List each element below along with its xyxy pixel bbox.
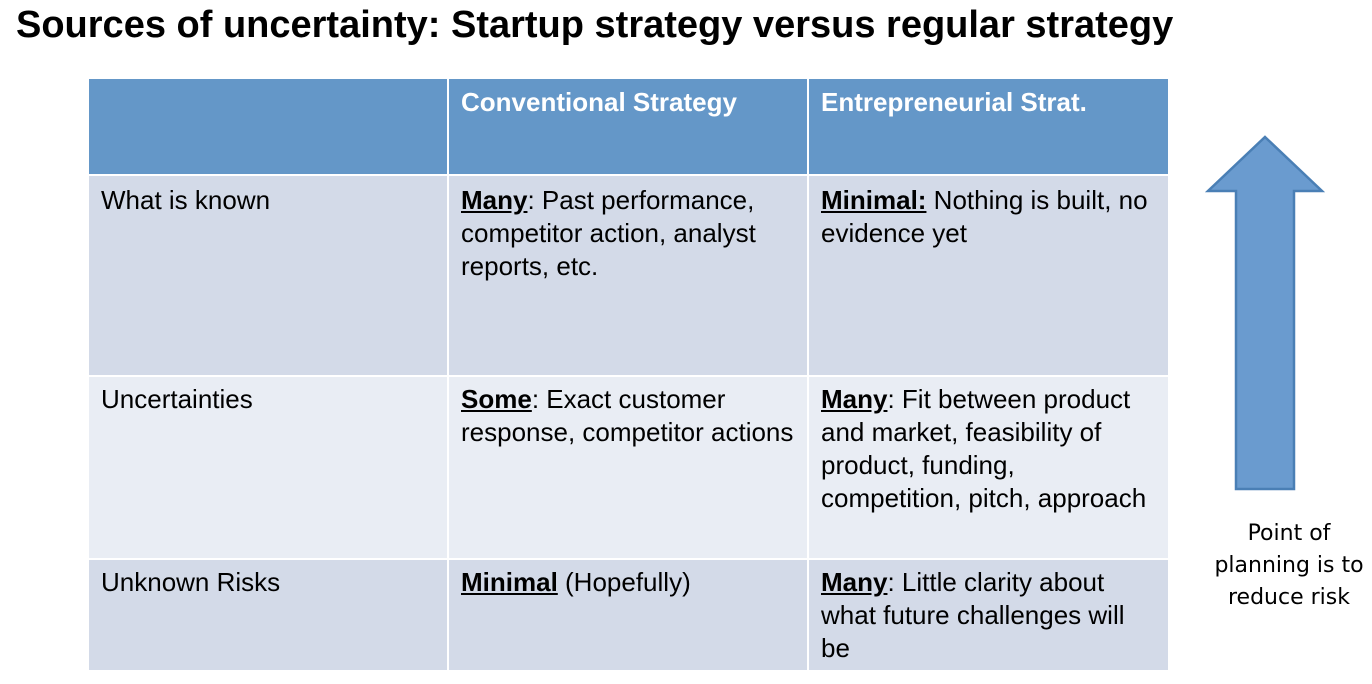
table-header-row: Conventional Strategy Entrepreneurial St… [87, 77, 1170, 176]
cell-text: : Fit between product and market, feasib… [821, 384, 1147, 513]
row-label: What is known [87, 174, 449, 377]
cell-text: : Little clarity about what future chall… [821, 567, 1125, 663]
header-cell-empty [87, 77, 449, 176]
conventional-cell: Many: Past performance, competitor actio… [447, 174, 809, 377]
cell-keyword: Many [821, 384, 888, 414]
entrepreneurial-cell: Many: Little clarity about what future c… [807, 558, 1170, 672]
row-label: Unknown Risks [87, 558, 449, 672]
cell-text: : Exact customer response, competitor ac… [461, 384, 794, 447]
cell-keyword: Many [461, 185, 528, 215]
conventional-cell: Some: Exact customer response, competito… [447, 375, 809, 560]
cell-keyword: Some [461, 384, 532, 414]
cell-keyword: Minimal: [821, 185, 927, 215]
conventional-cell: Minimal (Hopefully) [447, 558, 809, 672]
planning-note: Point of planning is to reduce risk [1214, 521, 1364, 610]
cell-text: (Hopefully) [557, 567, 691, 597]
header-cell-entrepreneurial: Entrepreneurial Strat. [807, 77, 1170, 176]
entrepreneurial-cell: Minimal: Nothing is built, no evidence y… [807, 174, 1170, 377]
header-cell-conventional: Conventional Strategy [447, 77, 809, 176]
cell-keyword: Many [821, 567, 888, 597]
table-row: Uncertainties Some: Exact customer respo… [87, 375, 1170, 560]
row-label: Uncertainties [87, 375, 449, 560]
table-row: Unknown Risks Minimal (Hopefully) Many: … [87, 558, 1170, 672]
up-arrow-icon [1204, 135, 1326, 491]
up-arrow-shape [1204, 135, 1326, 491]
cell-keyword: Minimal [461, 567, 558, 597]
table-row: What is known Many: Past performance, co… [87, 174, 1170, 377]
entrepreneurial-cell: Many: Fit between product and market, fe… [807, 375, 1170, 560]
cell-text: : Past performance, competitor action, a… [461, 185, 756, 281]
slide-title: Sources of uncertainty: Startup strategy… [16, 4, 1174, 46]
cell-text: Nothing is built, no evidence yet [821, 185, 1148, 248]
strategy-comparison-table: Conventional Strategy Entrepreneurial St… [87, 77, 1170, 672]
